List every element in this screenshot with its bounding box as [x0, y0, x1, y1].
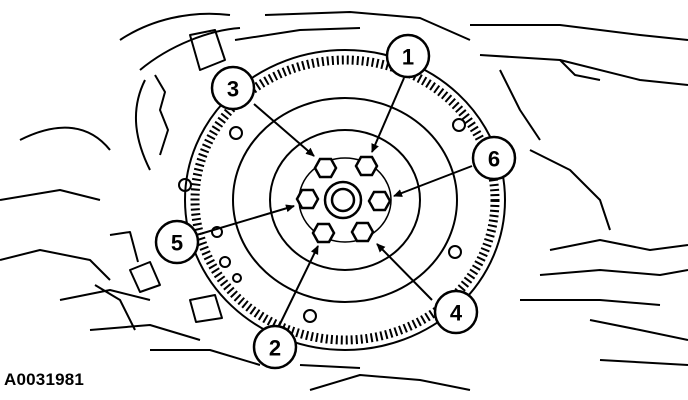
callout-label-5: 5 — [171, 231, 183, 256]
bolt-bottom-left — [311, 222, 336, 244]
callout-labels: 1 2 3 4 5 6 — [171, 45, 500, 361]
crankshaft-hub — [323, 180, 363, 220]
callout-circle-6 — [471, 135, 517, 181]
callout-label-3: 3 — [227, 77, 239, 102]
callout-circle-2 — [252, 324, 298, 370]
callout-circle-4 — [433, 289, 479, 335]
leader-1 — [371, 77, 405, 153]
bolt-right — [367, 190, 392, 212]
callout-circle-1 — [385, 33, 431, 79]
flexplate-bolts — [295, 155, 392, 244]
callout-label-6: 6 — [488, 147, 500, 172]
bolt-left — [295, 188, 320, 210]
callout-label-2: 2 — [269, 336, 281, 361]
ring-gear-teeth — [190, 55, 500, 345]
bolt-top-left — [313, 157, 338, 179]
callout-circle-5 — [154, 219, 200, 265]
flexplate-holes — [178, 118, 466, 323]
flexplate — [184, 49, 506, 351]
plate-inner-ring — [269, 129, 421, 271]
bolt-top-right — [354, 155, 379, 177]
callout-label-4: 4 — [450, 301, 463, 326]
leader-3 — [253, 103, 315, 157]
leader-5 — [199, 204, 295, 235]
callout-circles — [154, 33, 517, 370]
engine-housing-outline — [0, 11, 688, 391]
ring-gear-outer — [184, 49, 506, 351]
leader-4 — [376, 243, 433, 301]
callout-label-1: 1 — [402, 45, 414, 70]
bolt-bottom-right — [350, 221, 375, 243]
leader-2 — [278, 245, 319, 327]
leader-6 — [393, 165, 473, 197]
callout-circle-3 — [210, 65, 256, 111]
figure-id-label: A0031981 — [4, 370, 85, 389]
plate-body-ring — [232, 97, 458, 303]
callout-leaders — [199, 77, 473, 327]
